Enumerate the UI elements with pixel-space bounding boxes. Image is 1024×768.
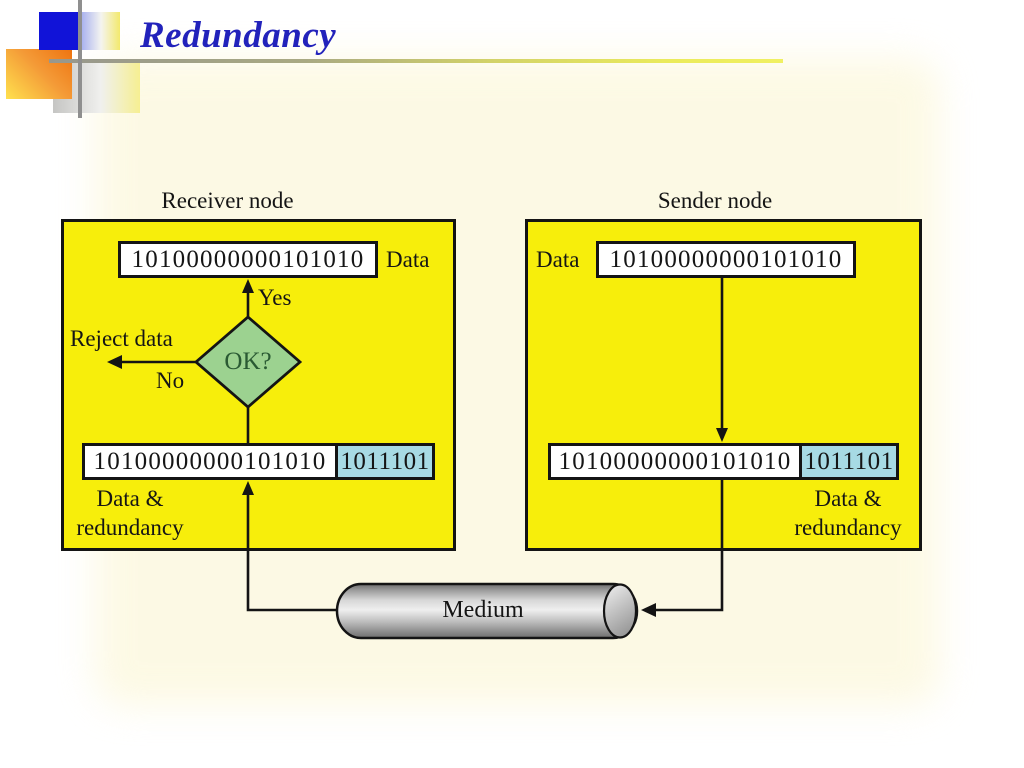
sender-down-arrow bbox=[716, 278, 728, 442]
receiver-data-box: 10100000000101010 bbox=[118, 241, 378, 278]
receiver-node-label: Receiver node bbox=[161, 188, 294, 213]
receiver-data-label: Data bbox=[386, 247, 430, 272]
medium-label: Medium bbox=[442, 597, 524, 623]
logo-blue-fade-square bbox=[82, 12, 120, 50]
receiver-frame-redundancy: 1011101 bbox=[335, 446, 432, 477]
sender-frame: 10100000000101010 1011101 bbox=[548, 443, 899, 480]
logo-orange-square bbox=[6, 49, 72, 99]
sender-data-label: Data bbox=[536, 247, 580, 272]
sender-data-box: 10100000000101010 bbox=[596, 241, 856, 278]
receiver-frame-caption-line1: Data & bbox=[96, 486, 164, 511]
receiver-frame-caption: Data & redundancy bbox=[60, 484, 200, 542]
header-rule bbox=[49, 59, 783, 63]
logo-vertical-rule bbox=[78, 0, 82, 118]
no-label: No bbox=[156, 368, 185, 393]
decision-label: OK? bbox=[224, 348, 272, 375]
receiver-frame: 10100000000101010 1011101 bbox=[82, 443, 435, 480]
sender-frame-caption: Data & redundancy bbox=[778, 484, 918, 542]
sender-frame-caption-line2: redundancy bbox=[794, 515, 902, 540]
sender-frame-redundancy: 1011101 bbox=[799, 446, 896, 477]
yes-label: Yes bbox=[258, 285, 292, 310]
reject-data-label: Reject data bbox=[70, 326, 173, 351]
sender-node-label: Sender node bbox=[657, 188, 773, 213]
receiver-frame-caption-line2: redundancy bbox=[76, 515, 184, 540]
page-title: Redundancy bbox=[140, 15, 337, 56]
logo-blue-square bbox=[39, 12, 79, 50]
receiver-yes-arrow bbox=[242, 279, 254, 317]
sender-frame-data: 10100000000101010 bbox=[551, 446, 799, 477]
sender-frame-caption-line1: Data & bbox=[814, 486, 882, 511]
receiver-no-arrow bbox=[107, 355, 196, 369]
medium-cylinder bbox=[335, 582, 639, 640]
receiver-frame-data: 10100000000101010 bbox=[85, 446, 335, 477]
sender-to-medium-arrow bbox=[641, 480, 724, 617]
medium-to-receiver-arrow bbox=[242, 481, 336, 612]
